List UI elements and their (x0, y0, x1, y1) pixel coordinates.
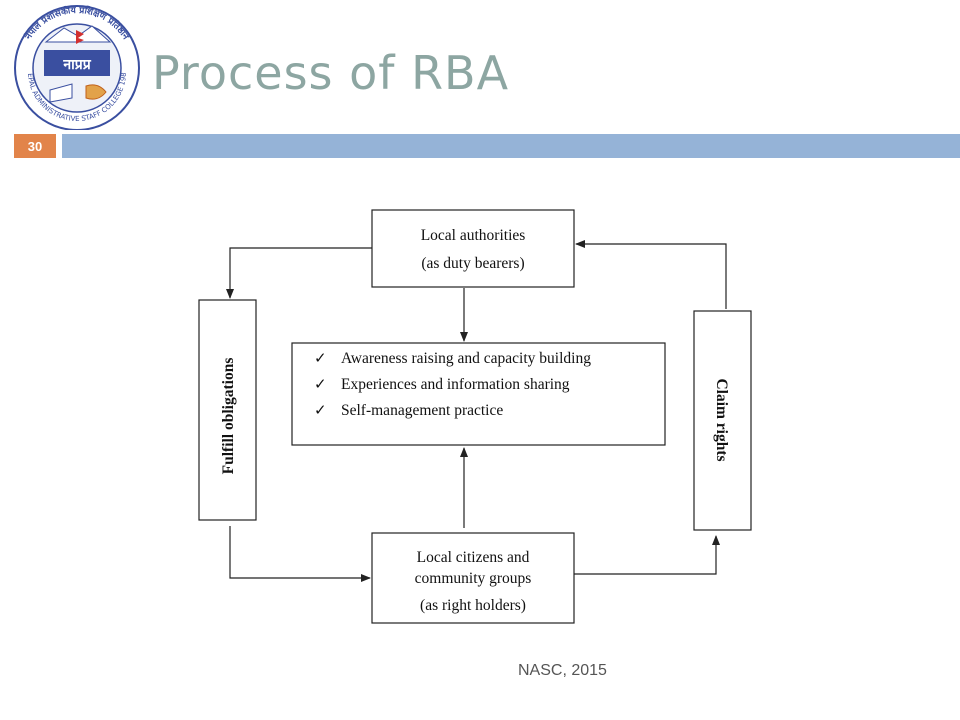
activity-item: Experiences and information sharing (341, 376, 570, 393)
fulfill-obligations-box: Fulfill obligations (198, 299, 257, 521)
arrow-left-to-bottom (229, 526, 371, 582)
right-holders-line1: Local citizens and (417, 549, 530, 566)
claim-rights-label: Claim rights (713, 378, 730, 461)
logo-center-text: नाप्रप्र (62, 57, 91, 73)
nasc-logo: नेपाल प्रशासकीय प्रशिक्षण प्रतिष्ठान NEP… (6, 2, 140, 130)
arrow-right-to-top (575, 240, 727, 309)
right-holders-box: Local citizens and community groups (as … (371, 532, 575, 624)
arrow-top-to-left (226, 247, 372, 299)
arrow-bottom-to-right (574, 535, 720, 575)
duty-bearers-line2: (as duty bearers) (421, 255, 524, 272)
duty-bearers-box: Local authorities (as duty bearers) (371, 209, 575, 288)
activities-box: ✓ Awareness raising and capacity buildin… (291, 342, 666, 446)
activity-item: Self-management practice (341, 402, 503, 419)
right-holders-line3: (as right holders) (420, 597, 526, 614)
check-icon: ✓ (314, 403, 327, 419)
claim-rights-box: Claim rights (693, 310, 752, 531)
slide-title: Process of RBA (152, 46, 510, 100)
check-icon: ✓ (314, 351, 327, 367)
source-credit: NASC, 2015 (518, 662, 607, 679)
activity-item: Awareness raising and capacity building (341, 350, 591, 367)
check-icon: ✓ (314, 377, 327, 393)
duty-bearers-line1: Local authorities (421, 227, 526, 244)
slide-number: 30 (14, 134, 56, 158)
fulfill-obligations-label: Fulfill obligations (220, 358, 237, 475)
title-bar (62, 134, 960, 158)
right-holders-line2: community groups (415, 570, 532, 587)
